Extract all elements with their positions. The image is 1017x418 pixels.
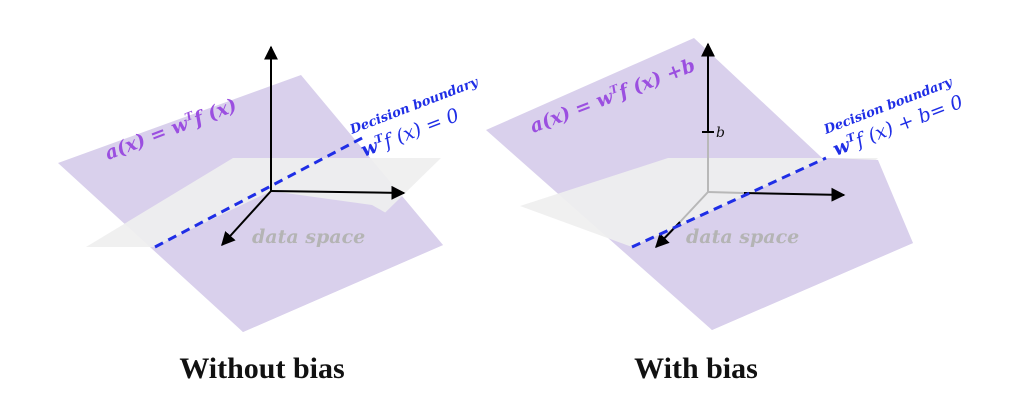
- diagram-svg: a(x) = wTf (x) Decision boundary wTf (x)…: [58, 38, 966, 332]
- right-decision-boundary-line: [631, 156, 827, 249]
- left-activation-plane-lower: [156, 191, 443, 332]
- left-axis-horizontal: [270, 185, 406, 200]
- left-axis-depth: [221, 190, 272, 247]
- left-panel: a(x) = wTf (x) Decision boundary wTf (x)…: [58, 45, 482, 332]
- right-panel: b a(x) = wTf (x) +b Decision boundary wT…: [486, 38, 966, 330]
- left-decision-boundary-line: [154, 135, 365, 249]
- left-data-space-label: data space: [252, 226, 365, 248]
- caption-with-bias: With bias: [634, 352, 758, 385]
- right-bias-label: b: [716, 125, 725, 141]
- right-data-space-label: data space: [686, 226, 799, 248]
- right-axis-horizontal-hidden: [707, 191, 745, 194]
- caption-without-bias: Without bias: [179, 352, 345, 385]
- right-axis-horizontal: [743, 187, 846, 202]
- right-axis-depth-hidden: [679, 191, 709, 223]
